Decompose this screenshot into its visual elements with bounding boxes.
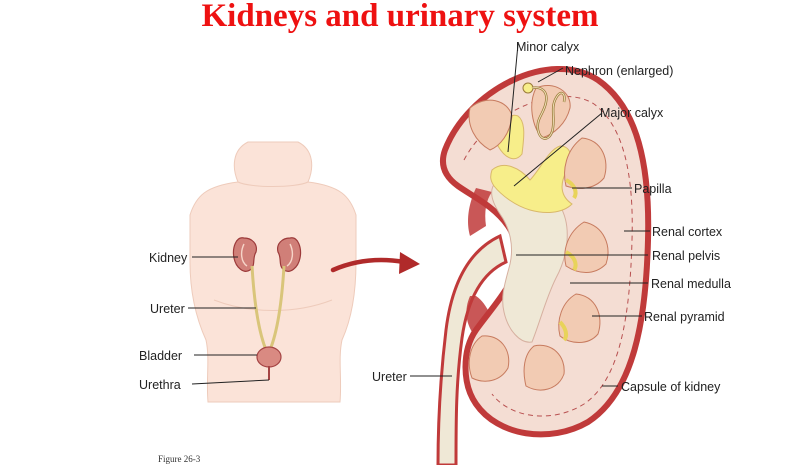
label-body-ureter: Ureter [150,302,185,316]
nephron-icon [522,82,566,140]
arrow-icon [330,252,420,274]
label-renal-pyramid: Renal pyramid [644,310,725,324]
major-calyx [490,145,573,213]
label-renal-cortex: Renal cortex [652,225,723,239]
body-kidney-right [277,237,302,272]
body-kidney-left [232,237,257,272]
label-renal-medulla: Renal medulla [651,277,731,291]
body-ureters [250,265,286,351]
page-title: Kidneys and urinary system [201,0,599,34]
label-papilla: Papilla [634,182,672,196]
label-capsule: Capsule of kidney [621,380,721,394]
label-nephron: Nephron (enlarged) [565,64,673,78]
label-renal-pelvis: Renal pelvis [652,249,720,263]
body-silhouette [189,141,357,403]
body-bladder [256,346,282,380]
label-bladder: Bladder [139,349,182,363]
figure-caption: Figure 26-3 [158,454,201,464]
label-minor-calyx: Minor calyx [516,40,580,54]
label-kidney-ureter: Ureter [372,370,407,384]
label-major-calyx: Major calyx [600,106,664,120]
label-kidney: Kidney [149,251,188,265]
kidney-cross-section [436,66,652,465]
label-urethra: Urethra [139,378,181,392]
